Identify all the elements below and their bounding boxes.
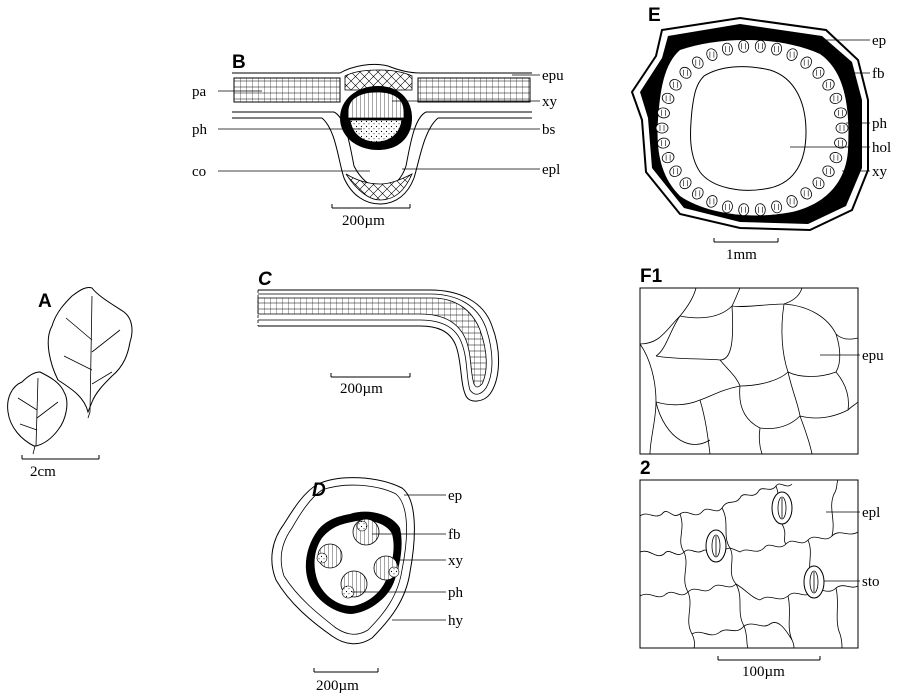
- label-b-ph: ph: [192, 122, 208, 138]
- label-b-epl: epl: [542, 162, 560, 178]
- panel-f1: F1 epu: [640, 266, 884, 454]
- panel-a-letter: A: [38, 291, 52, 312]
- scale-label-e: 1mm: [726, 247, 757, 263]
- label-e-ph: ph: [872, 116, 888, 132]
- scale-label-c: 200µm: [340, 381, 383, 397]
- scale-label-a: 2cm: [30, 464, 56, 480]
- stoma: [804, 566, 824, 598]
- label-b-bs: bs: [542, 122, 556, 138]
- label-d-ph: ph: [448, 585, 464, 601]
- stoma: [706, 530, 726, 562]
- label-d-xy: xy: [448, 553, 464, 569]
- label-d-hy: hy: [448, 613, 464, 629]
- panel-b-letter: B: [232, 52, 246, 73]
- scale-label-b: 200µm: [342, 213, 385, 229]
- stoma: [772, 492, 792, 524]
- panel-e: E ep fb ph hol xy 1mm: [632, 5, 891, 263]
- label-b-co: co: [192, 164, 206, 180]
- panel-f2-letter: 2: [640, 458, 651, 479]
- upper-epidermis-cells: [640, 288, 858, 454]
- label-d-ep: ep: [448, 488, 462, 504]
- vascular-bundle: [353, 519, 379, 545]
- label-e-hol: hol: [872, 140, 891, 156]
- label-b-xy: xy: [542, 94, 558, 110]
- panel-e-letter: E: [648, 5, 661, 26]
- label-e-ep: ep: [872, 33, 886, 49]
- label-d-fb: fb: [448, 527, 461, 543]
- lower-epidermis-cells: [640, 480, 858, 648]
- scale-label-d: 200µm: [316, 678, 359, 694]
- fibre-bundle: [656, 123, 668, 133]
- fibre-bundle: [836, 123, 848, 133]
- f2-frame: [640, 480, 858, 648]
- label-f2-sto: sto: [862, 574, 880, 590]
- label-e-xy: xy: [872, 164, 888, 180]
- panel-c-letter: C: [258, 269, 272, 290]
- scale-label-f: 100µm: [742, 664, 785, 680]
- label-b-pa: pa: [192, 84, 207, 100]
- panel-d: D ep fb xy ph hy: [272, 478, 464, 694]
- panel-c: C 200µm: [258, 269, 499, 401]
- label-f2-epl: epl: [862, 505, 880, 521]
- panel-f2: 2: [640, 458, 880, 680]
- label-e-fb: fb: [872, 66, 885, 82]
- panel-a: A 2cm: [8, 287, 132, 480]
- panel-f1-letter: F1: [640, 266, 663, 287]
- label-f1-epu: epu: [862, 348, 884, 364]
- panel-b: B pa ph co epu xy bs: [192, 52, 564, 229]
- label-b-epu: epu: [542, 68, 564, 84]
- f1-frame: [640, 288, 858, 454]
